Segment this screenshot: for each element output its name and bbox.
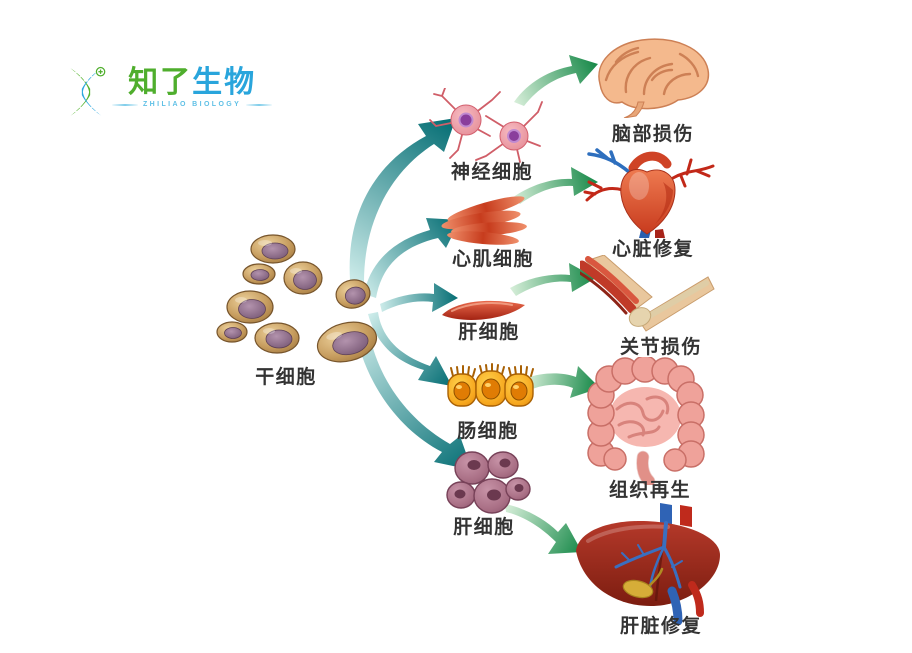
stem-cell-label: 干细胞 — [255, 367, 317, 388]
arrow-intestinal-to-intestines — [526, 366, 600, 398]
cardiac-cells-label: 心肌细胞 — [451, 249, 534, 270]
brand-tagline-row: ZHILIAO BIOLOGY — [112, 101, 273, 108]
cardiac-muscle-fibers-illustration — [441, 196, 527, 245]
arrow-stem-to-cardiac-cells — [364, 218, 460, 298]
heart-illustration — [583, 148, 715, 238]
tagline-line-right — [246, 103, 273, 106]
tagline-line-left — [112, 103, 138, 106]
intestinal-cells-label: 肠细胞 — [457, 421, 519, 442]
brand-name-part1: 知了 — [128, 66, 193, 99]
liver-cell-illustration — [442, 300, 525, 320]
tissue-regen-label: 组织再生 — [608, 480, 691, 501]
liver-cells-label: 肝细胞 — [453, 517, 515, 538]
arrow-cardiac-to-heart — [512, 167, 598, 204]
arrow-stem-to-liver-cell — [380, 283, 458, 312]
stem-cell-cluster-illustration — [216, 234, 378, 363]
elbow-joint-illustration — [580, 255, 715, 332]
arrow-nerve-to-brain — [514, 55, 598, 106]
intestines-illustration — [587, 357, 705, 485]
logo-text: 知了生物 ZHILIAO BIOLOGY — [112, 66, 273, 108]
brand-tagline: ZHILIAO BIOLOGY — [143, 101, 242, 108]
heart-repair-label: 心脏修复 — [611, 239, 694, 260]
brand-name: 知了生物 — [128, 66, 256, 99]
dna-x-icon — [70, 66, 106, 116]
brain-damage-label: 脑部损伤 — [611, 124, 694, 145]
arrow-stem-to-intestinal-cells — [368, 312, 452, 386]
intestinal-cells-illustration — [447, 363, 534, 407]
arrow-stem-to-nerve-cells — [349, 118, 456, 282]
liver-cells-illustration — [446, 451, 531, 514]
liver-cell-label: 肝细胞 — [458, 322, 520, 343]
brain-illustration — [598, 38, 710, 118]
arrow-livercells-to-liver — [505, 504, 582, 554]
logo: 知了生物 ZHILIAO BIOLOGY — [66, 66, 273, 118]
joint-damage-label: 关节损伤 — [619, 337, 702, 358]
arrow-livercell-to-joint — [510, 263, 596, 296]
liver-repair-label: 肝脏修复 — [619, 616, 702, 637]
nerve-cells-illustration — [429, 88, 543, 163]
liver-illustration — [576, 503, 720, 625]
brand-name-part2: 生物 — [192, 66, 257, 99]
nerve-cells-label: 神经细胞 — [450, 162, 533, 183]
